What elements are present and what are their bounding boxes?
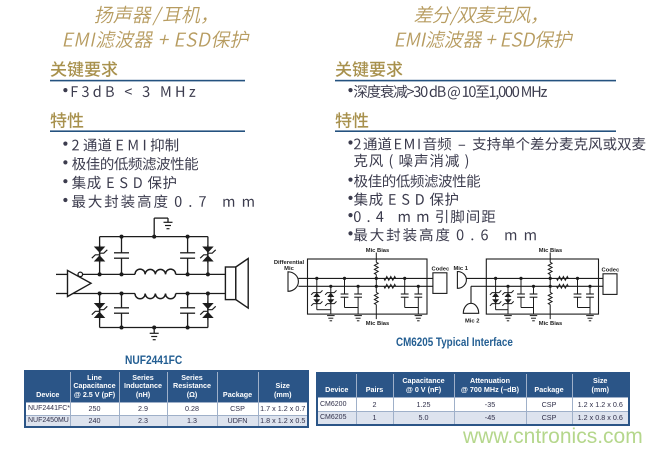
svg-text:Mic 2: Mic 2 bbox=[465, 318, 480, 324]
svg-text:Differential: Differential bbox=[274, 260, 305, 266]
svg-text:Codec: Codec bbox=[602, 267, 620, 273]
svg-text:Mic Bias: Mic Bias bbox=[366, 248, 390, 254]
svg-text:Codec: Codec bbox=[432, 266, 450, 272]
svg-text:Mic Bias: Mic Bias bbox=[539, 248, 563, 254]
svg-text:Mic Bias: Mic Bias bbox=[366, 321, 390, 327]
svg-text:Mic 1: Mic 1 bbox=[453, 266, 468, 272]
svg-text:Mic: Mic bbox=[284, 266, 294, 272]
svg-text:Mic Bias: Mic Bias bbox=[539, 321, 563, 327]
